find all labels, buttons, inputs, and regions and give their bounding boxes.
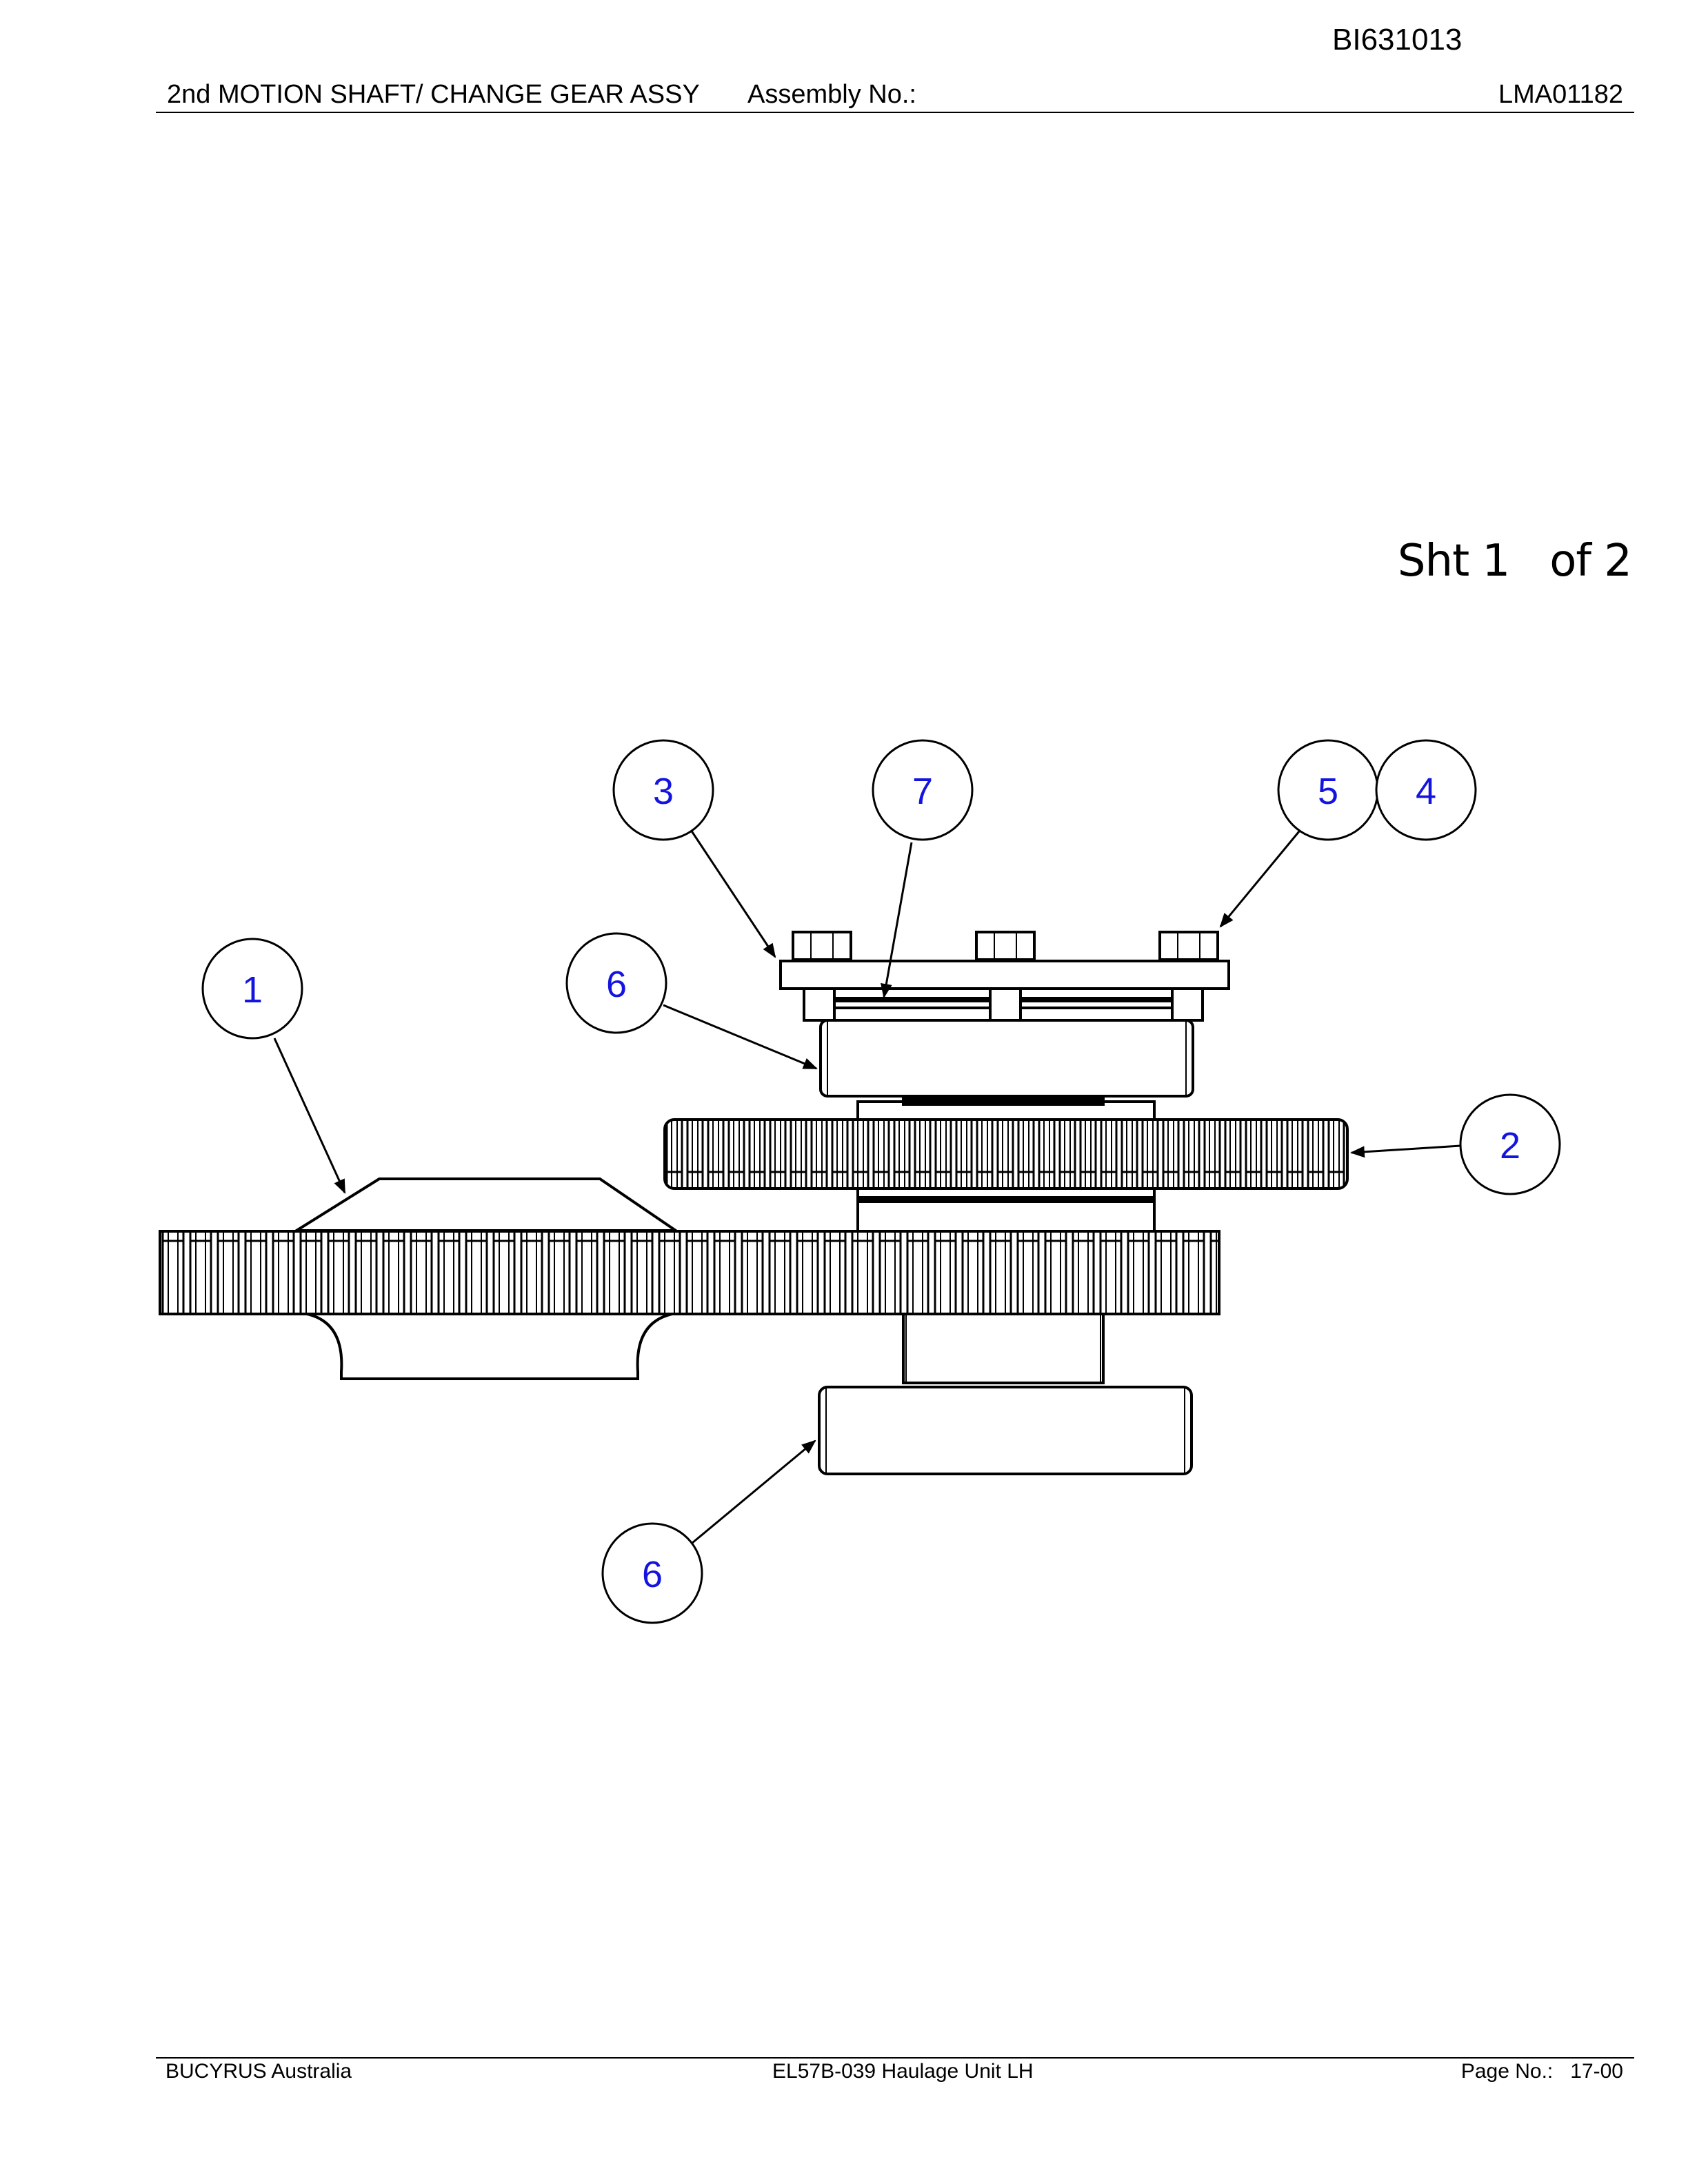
callout-5: 5 <box>1277 739 1379 841</box>
callout-6-upper: 6 <box>565 932 667 1034</box>
assembly-number-label: Assembly No.: <box>747 80 916 109</box>
footer-rule <box>156 2057 1634 2059</box>
callout-3: 3 <box>612 739 714 841</box>
assembly-title: 2nd MOTION SHAFT/ CHANGE GEAR ASSY <box>167 80 700 109</box>
large-change-gear <box>159 1177 1220 1380</box>
callout-4: 4 <box>1375 739 1477 841</box>
footer-model: EL57B-039 Haulage Unit LH <box>772 2060 1034 2083</box>
footer-page-number: 17-00 <box>1570 2060 1623 2083</box>
footer-page: Page No.: 17-00 <box>1461 2061 1623 2082</box>
callout-6-lower: 6 <box>601 1522 703 1624</box>
upper-bearing <box>819 1019 1194 1098</box>
callout-1-label: 1 <box>242 969 263 1011</box>
lower-bearing <box>818 1386 1193 1475</box>
callout-1: 1 <box>201 938 303 1040</box>
callout-2-label: 2 <box>1500 1125 1520 1166</box>
callout-5-label: 5 <box>1318 771 1338 812</box>
cap-bolts <box>792 931 1219 961</box>
assembly-number: LMA01182 <box>1498 80 1623 109</box>
callout-3-label: 3 <box>653 771 674 812</box>
header-rule <box>156 112 1634 113</box>
callout-2: 2 <box>1459 1093 1561 1195</box>
callout-6b-label: 6 <box>642 1554 663 1595</box>
leader-lines <box>273 829 1461 1544</box>
footer-company: BUCYRUS Australia <box>165 2060 352 2083</box>
callout-6a-label: 6 <box>606 964 627 1005</box>
document-id: BI631013 <box>1332 23 1463 57</box>
callout-7-label: 7 <box>912 771 933 812</box>
sheet-indicator: Sht 1 of 2 <box>1397 536 1632 587</box>
callout-4-label: 4 <box>1416 771 1436 812</box>
footer-page-label: Page No.: <box>1460 2060 1554 2083</box>
small-change-gear <box>663 1118 1349 1190</box>
end-cap-plate <box>779 960 1230 1022</box>
callout-7: 7 <box>872 739 974 841</box>
